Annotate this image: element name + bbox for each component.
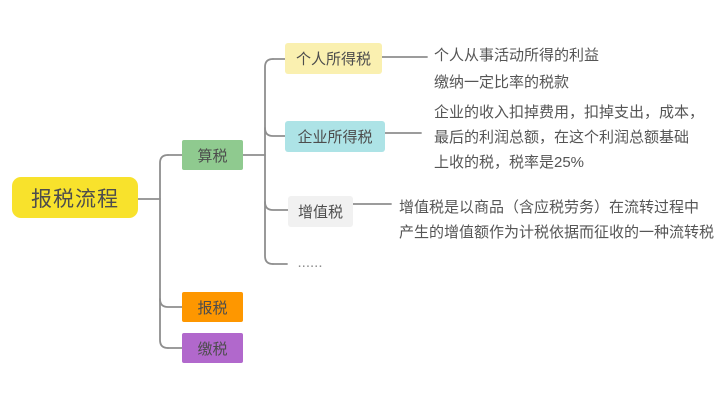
node-corporate-income-tax[interactable]: 企业所得税 bbox=[285, 121, 385, 152]
connector-right-trunk bbox=[264, 58, 274, 265]
connector-left-trunk bbox=[159, 154, 169, 349]
connector-vat-elbow bbox=[264, 201, 289, 211]
note-corporate-income-tax[interactable]: 企业的收入扣掉费用，扣掉支出，成本， 最后的利润总额，在这个利润总额基础 上收的… bbox=[434, 100, 704, 175]
note-line: 产生的增值额作为计税依据而征收的一种流转税 bbox=[399, 224, 715, 241]
node-value-added-tax[interactable]: 增值税 bbox=[288, 196, 353, 227]
note-personal-income-tax[interactable]: 个人从事活动所得的利益 缴纳一定比率的税款 bbox=[434, 42, 599, 96]
note-line: 增值税是以商品（含应税劳务）在流转过程中 bbox=[399, 199, 700, 216]
node-file-tax[interactable]: 报税 bbox=[182, 292, 243, 322]
node-calc-tax[interactable]: 算税 bbox=[182, 140, 243, 170]
node-personal-income-tax[interactable]: 个人所得税 bbox=[285, 43, 382, 74]
connector-corporate-elbow bbox=[264, 127, 286, 137]
note-line: 上收的税，税率是25% bbox=[434, 154, 585, 171]
connector-file-tax-elbow bbox=[159, 298, 183, 308]
note-line: 缴纳一定比率的税款 bbox=[434, 74, 570, 91]
note-line: 最后的利润总额，在这个利润总额基础 bbox=[434, 129, 690, 146]
note-line: 企业的收入扣掉费用，扣掉支出，成本， bbox=[434, 104, 705, 121]
note-line: 个人从事活动所得的利益 bbox=[434, 47, 600, 64]
node-more-ellipsis[interactable]: ...... bbox=[297, 253, 323, 271]
node-tax-filing-process[interactable]: 报税流程 bbox=[12, 177, 138, 218]
node-pay-tax[interactable]: 缴税 bbox=[182, 333, 243, 363]
note-value-added-tax[interactable]: 增值税是以商品（含应税劳务）在流转过程中 产生的增值额作为计税依据而征收的一种流… bbox=[399, 195, 714, 245]
